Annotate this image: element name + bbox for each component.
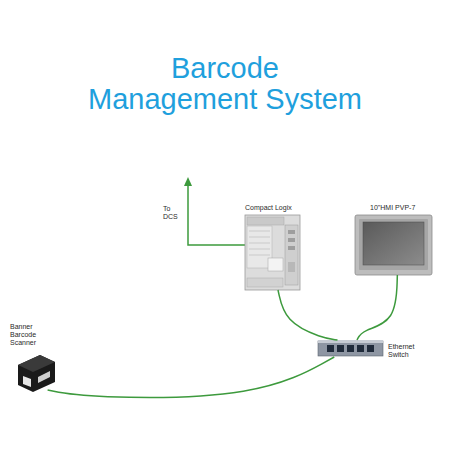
plc-io-slot <box>288 230 295 234</box>
plc-terminal-row <box>249 255 270 256</box>
switch-top <box>318 340 383 343</box>
ethernet-cable <box>357 275 397 340</box>
scanner-top <box>18 355 55 372</box>
scanner-window <box>23 376 31 387</box>
plc-terminal-row <box>249 243 270 244</box>
plc-io-module <box>285 225 298 285</box>
diagram-title: Barcode Management System <box>85 53 365 115</box>
dcs-arrowhead <box>184 177 192 186</box>
ethernet-cable <box>278 290 338 340</box>
switch-port <box>357 345 364 352</box>
ethernet-cable <box>48 357 335 397</box>
switch-port <box>337 345 344 352</box>
plc-base <box>247 278 283 287</box>
hmi-bezel <box>359 219 428 270</box>
plc-terminal-row <box>249 249 270 250</box>
scanner-body <box>18 355 55 392</box>
device-label: Banner Barcode Scanner <box>10 323 46 347</box>
device-label: Compact Logix <box>245 204 315 212</box>
plc-terminal-row <box>249 237 270 238</box>
scanner-window <box>38 371 50 383</box>
switch-port <box>347 345 354 352</box>
device-node: 10"HMI PVP-7 <box>355 215 432 275</box>
dcs-wire <box>188 184 250 245</box>
device-node: Banner Barcode Scanner <box>18 355 55 390</box>
hmi-screen <box>363 222 424 265</box>
switch-body <box>318 341 383 356</box>
hmi-frame <box>355 215 432 275</box>
switch-port <box>367 345 374 352</box>
plc-top-strip <box>247 217 284 225</box>
plc-io-slot <box>288 262 295 272</box>
plc-terminal-row <box>249 231 270 232</box>
device-label: Ethernet Switch <box>388 343 423 359</box>
device-node: Ethernet Switch <box>318 340 383 357</box>
plc-io-slot <box>288 246 295 250</box>
plc-io-slot <box>288 238 295 242</box>
device-node: Compact Logix <box>245 215 300 290</box>
plc-body <box>245 215 300 290</box>
switch-port <box>327 345 334 352</box>
device-label: 10"HMI PVP-7 <box>370 204 440 212</box>
plc-display <box>268 258 283 271</box>
destination-label: To DCS <box>163 205 183 221</box>
